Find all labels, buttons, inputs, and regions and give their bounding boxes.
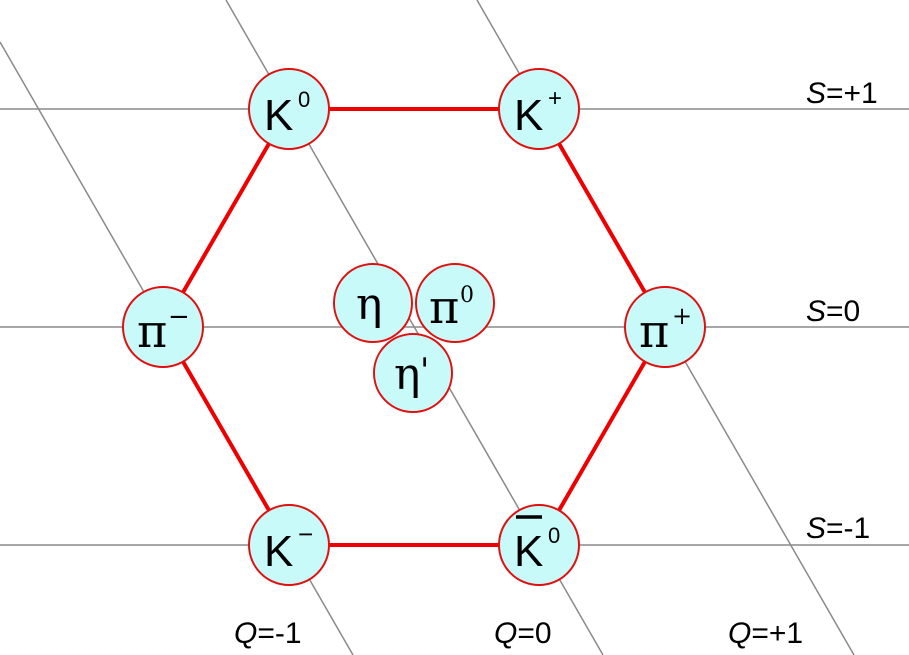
label-s-minus1: S=-1 <box>806 512 870 545</box>
svg-text:η: η <box>394 349 420 400</box>
label-q-zero: Q=0 <box>494 617 552 650</box>
svg-text:η: η <box>356 279 382 330</box>
particle-pi0: π 0 <box>415 263 495 343</box>
hexagon-edge-upper-left <box>161 107 291 329</box>
svg-text:π: π <box>429 280 459 334</box>
svg-text:+: + <box>548 85 562 112</box>
hexagon-edge-lower-left <box>161 325 291 547</box>
svg-text:0: 0 <box>460 283 474 308</box>
hexagon-edge-upper-right <box>537 107 667 329</box>
particle-k0: K 0 <box>248 68 330 150</box>
label-s-zero: S=0 <box>806 295 860 328</box>
svg-text:−: − <box>168 302 190 332</box>
svg-text:−: − <box>298 519 313 549</box>
svg-text:': ' <box>420 351 429 391</box>
svg-text:K: K <box>514 91 543 140</box>
label-q-plus1: Q=+1 <box>728 617 803 650</box>
svg-text:0: 0 <box>298 87 310 112</box>
particle-pi-minus: π − <box>122 286 204 368</box>
svg-text:+: + <box>672 302 692 330</box>
particle-k-minus: K − <box>248 504 330 586</box>
svg-text:0: 0 <box>548 523 560 548</box>
svg-text:π: π <box>137 304 167 358</box>
particle-pi-plus: π + <box>624 286 706 368</box>
svg-text:K: K <box>264 527 293 576</box>
particle-k0-bar: K 0 <box>498 504 580 586</box>
svg-text:π: π <box>639 304 669 358</box>
particle-k-plus: K + <box>498 68 580 150</box>
svg-text:K: K <box>514 527 543 576</box>
particle-eta-prime: η ' <box>373 333 453 413</box>
svg-text:K: K <box>264 91 293 140</box>
hexagon-edge-lower-right <box>537 325 667 547</box>
label-s-plus1: S=+1 <box>806 77 878 110</box>
particle-eta: η <box>333 263 413 343</box>
label-q-minus1: Q=-1 <box>234 617 302 650</box>
